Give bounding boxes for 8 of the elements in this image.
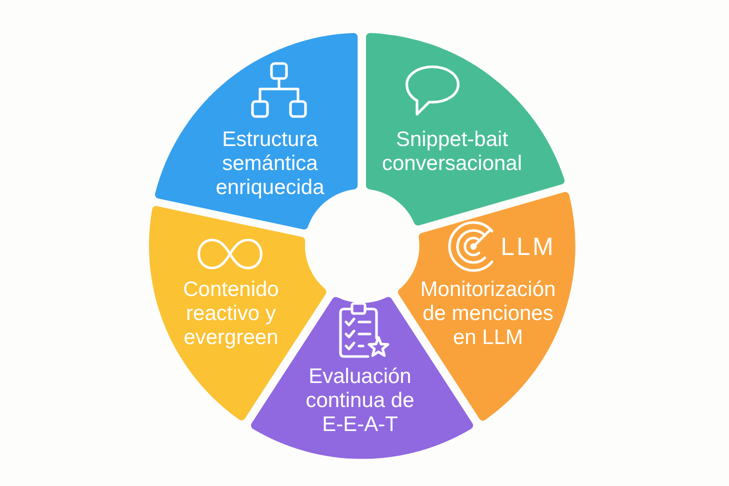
segment-label: Monitorización de menciones en LLM xyxy=(420,278,556,349)
ring-segment xyxy=(155,33,358,230)
segment-label: Contenido reactivo y evergreen xyxy=(183,278,279,349)
ring-segment xyxy=(366,33,565,226)
segment-label: Estructura semántica enriquecida xyxy=(216,128,324,199)
segment-label: Snippet-bait conversacional xyxy=(382,128,522,175)
icon-text: LLM xyxy=(500,232,556,261)
segment-label: Evaluación continua de E-E-A-T xyxy=(306,364,414,436)
